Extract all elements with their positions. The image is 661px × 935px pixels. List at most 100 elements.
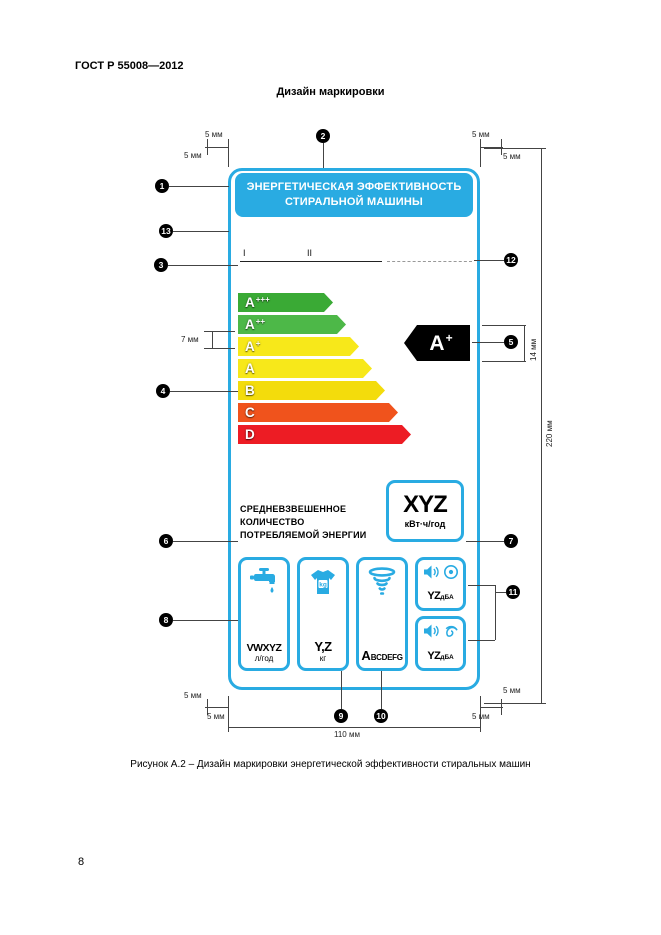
dim-ext-line — [228, 139, 229, 167]
energy-class-arrow-A+: A+ — [238, 337, 359, 356]
leader-line — [341, 671, 342, 709]
dim-7mm: 7 мм — [181, 335, 199, 344]
dim-line — [205, 707, 228, 708]
noise-spin-value: YZ — [427, 650, 441, 662]
water-unit: л/год — [254, 654, 274, 663]
rating-letter: A — [429, 331, 445, 355]
callout-11: 11 — [506, 585, 520, 599]
energy-value: XYZ — [403, 491, 448, 518]
spin-class-first-letter: A — [361, 648, 371, 663]
callout-13: 13 — [159, 224, 173, 238]
dim-5mm-bottom-right-inner: 5 мм — [503, 686, 521, 695]
dim-ext-line — [484, 148, 546, 149]
label-header: ЭНЕРГЕТИЧЕСКАЯ ЭФФЕКТИВНОСТЬ СТИРАЛЬНОЙ … — [235, 173, 473, 217]
dim-line — [480, 707, 503, 708]
energy-class-arrow-A++: A++ — [238, 315, 346, 334]
wash-drum-icon — [443, 564, 459, 585]
energy-unit: кВт·ч/год — [404, 519, 446, 529]
consumption-line-3: ПОТРЕБЛЯЕМОЙ ЭНЕРГИИ — [240, 530, 367, 540]
dim-ext-line — [501, 139, 502, 155]
dim-5mm-top-right-inner: 5 мм — [503, 152, 521, 161]
leader-line — [323, 143, 324, 168]
dim-ext-line — [207, 699, 208, 715]
leader-line — [474, 260, 504, 261]
figure-caption: Рисунок А.2 – Дизайн маркировки энергети… — [130, 759, 531, 770]
dim-ext-line — [480, 696, 481, 732]
callout-8: 8 — [159, 613, 173, 627]
leader-line — [466, 541, 504, 542]
leader-line — [381, 671, 382, 709]
dim-line — [205, 147, 228, 148]
consumption-line-2: КОЛИЧЕСТВО — [240, 517, 305, 527]
capacity-box: kg Y,Z кг — [297, 557, 349, 671]
callout-1: 1 — [155, 179, 169, 193]
dim-line-220mm — [541, 148, 542, 703]
leader-line — [495, 585, 496, 640]
dim-5mm-bottom-left-outer: 5 мм — [207, 712, 225, 721]
label-header-line1: ЭНЕРГЕТИЧЕСКАЯ ЭФФЕКТИВНОСТЬ — [246, 181, 462, 194]
dim-ext-line — [204, 348, 235, 349]
dim-5mm-top-left-outer: 5 мм — [205, 130, 223, 139]
dim-ext-line — [482, 361, 526, 362]
energy-class-arrow-A+++: A+++ — [238, 293, 333, 312]
spin-spiral-icon — [443, 623, 459, 644]
consumption-line-1: СРЕДНЕВЗВЕШЕННОЕ — [240, 504, 347, 514]
noise-wash-unit: дБА — [440, 594, 454, 601]
spin-tornado-icon — [366, 567, 398, 602]
doc-number: ГОСТ Р 55008—2012 — [75, 60, 184, 72]
water-value: VWXYZ — [246, 641, 282, 654]
dim-ext-line — [207, 139, 208, 155]
brand-marker-1: I — [243, 248, 246, 258]
noise-wash-box: YZдБА — [415, 557, 466, 611]
model-line-dashed — [387, 261, 472, 262]
leader-line — [173, 620, 238, 621]
speaker-icon — [423, 623, 440, 644]
dim-5mm-bottom-right-outer: 5 мм — [472, 712, 490, 721]
spin-class-rest-letters: BCDEFG — [370, 653, 403, 662]
dim-14mm: 14 мм — [529, 338, 538, 361]
dim-5mm-bottom-left-inner: 5 мм — [184, 691, 202, 700]
leader-line — [495, 592, 506, 593]
energy-class-arrow-C: C — [238, 403, 398, 422]
callout-9: 9 — [334, 709, 348, 723]
callout-7: 7 — [504, 534, 518, 548]
callout-5: 5 — [504, 335, 518, 349]
dim-line-7mm — [212, 331, 213, 348]
callout-10: 10 — [374, 709, 388, 723]
dim-line-110mm — [228, 727, 480, 728]
dim-line — [480, 147, 503, 148]
energy-class-arrow-D: D — [238, 425, 411, 444]
dim-ext-line — [484, 703, 546, 704]
laundry-kg-icon: kg — [308, 567, 338, 602]
leader-line — [173, 541, 238, 542]
consumption-text: СРЕДНЕВЗВЕШЕННОЕ КОЛИЧЕСТВО ПОТРЕБЛЯЕМОЙ… — [240, 503, 366, 542]
faucet-icon — [248, 567, 280, 602]
water-consumption-box: VWXYZ л/год — [238, 557, 290, 671]
leader-line — [173, 231, 229, 232]
callout-3: 3 — [154, 258, 168, 272]
kg-icon-text: kg — [319, 582, 327, 589]
capacity-value: Y,Z — [314, 639, 332, 654]
energy-class-arrow-B: B — [238, 381, 385, 400]
label-header-line2: СТИРАЛЬНОЙ МАШИНЫ — [284, 196, 423, 208]
brand-line — [240, 261, 382, 262]
noise-spin-unit: дБА — [440, 654, 454, 661]
dim-ext-line — [228, 696, 229, 732]
energy-value-box: XYZ кВт·ч/год — [386, 480, 464, 542]
rating-sup: + — [445, 331, 453, 345]
leader-line — [468, 585, 495, 586]
leader-line — [472, 342, 504, 343]
dim-110mm: 110 мм — [334, 730, 360, 739]
dim-220mm: 220 мм — [545, 420, 554, 447]
leader-line — [468, 640, 495, 641]
dim-5mm-top-left-inner: 5 мм — [184, 151, 202, 160]
callout-2: 2 — [316, 129, 330, 143]
callout-4: 4 — [156, 384, 170, 398]
section-title: Дизайн маркировки — [276, 86, 385, 98]
callout-12: 12 — [504, 253, 518, 267]
dim-ext-line — [482, 325, 526, 326]
